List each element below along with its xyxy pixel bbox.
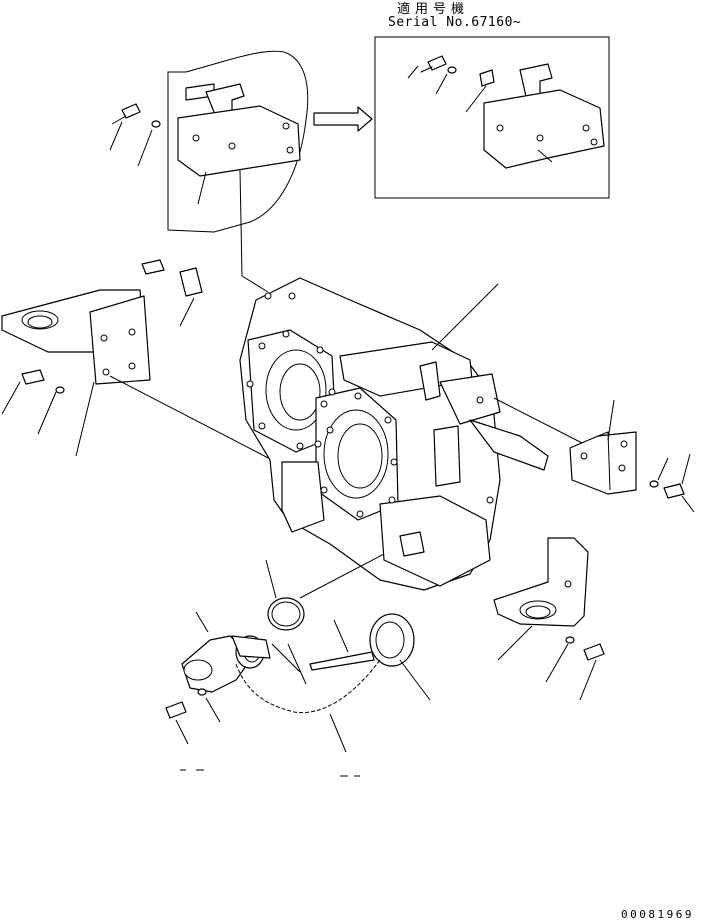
lower-right-washer <box>565 636 575 644</box>
left-washer <box>55 386 65 394</box>
right-washer <box>649 480 659 488</box>
transmission-housing <box>239 277 589 599</box>
right-small-bracket <box>569 399 695 513</box>
left-bolt-lower <box>21 369 45 385</box>
arrow-right-icon <box>313 106 373 132</box>
filler-bolt <box>165 701 187 719</box>
upper-bracket-group <box>109 50 309 293</box>
document-number: 00081969 <box>621 908 694 921</box>
left-mount-bracket <box>1 259 277 463</box>
serial-number-label: Serial No.67160~ <box>388 15 522 30</box>
filler-washer <box>197 688 207 696</box>
oil-filler-assembly <box>165 559 431 777</box>
dipstick <box>309 651 375 671</box>
inset-clip <box>479 69 495 87</box>
inset-bolt <box>420 55 447 73</box>
inset-washer <box>447 66 457 74</box>
upper-bolt <box>121 103 141 119</box>
right-bolt <box>663 483 685 499</box>
upper-washer <box>151 120 161 128</box>
inset-bracket <box>483 63 605 169</box>
chain <box>235 659 381 714</box>
left-bolt-upper <box>141 259 165 275</box>
right-mount-bracket <box>493 537 605 701</box>
left-sleeve <box>179 267 203 297</box>
lower-right-bolt <box>583 643 605 661</box>
applicable-label: 適用号機 <box>397 2 470 17</box>
serial-inset-box <box>313 36 610 199</box>
